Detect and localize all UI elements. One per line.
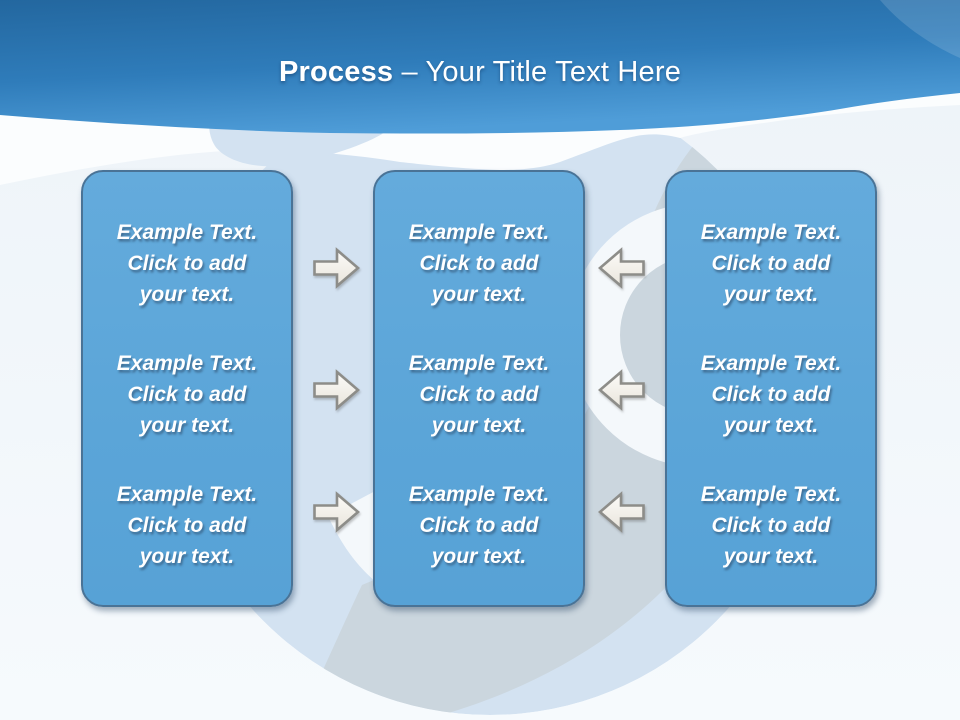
text-placeholder[interactable]: Example Text. Click to add your text.	[700, 352, 842, 437]
text-placeholder[interactable]: Example Text. Click to add your text.	[700, 483, 842, 568]
slide-title-rest: – Your Title Text Here	[393, 56, 682, 88]
process-box-left[interactable]: Example Text. Click to add your text. Ex…	[81, 170, 293, 607]
text-placeholder[interactable]: Example Text. Click to add your text.	[408, 483, 550, 568]
text-placeholder[interactable]: Example Text. Click to add your text.	[116, 483, 258, 568]
left-arrow-icon	[598, 247, 645, 289]
text-placeholder[interactable]: Example Text. Click to add your text.	[116, 221, 258, 306]
left-arrow-icon	[598, 369, 645, 411]
process-box-center[interactable]: Example Text. Click to add your text. Ex…	[373, 170, 585, 607]
slide-title-emphasis: Process	[278, 56, 394, 88]
text-placeholder[interactable]: Example Text. Click to add your text.	[408, 352, 550, 437]
process-box-right[interactable]: Example Text. Click to add your text. Ex…	[665, 170, 877, 607]
right-arrow-icon	[313, 369, 360, 411]
text-placeholder[interactable]: Example Text. Click to add your text.	[408, 221, 550, 306]
text-placeholder[interactable]: Example Text. Click to add your text.	[116, 352, 258, 437]
header-band	[0, 0, 960, 134]
right-arrow-icon	[313, 491, 360, 533]
left-arrow-icon	[598, 491, 645, 533]
header-sheen	[880, 0, 960, 58]
right-arrow-icon	[313, 247, 360, 289]
slide-title[interactable]: Process – Your Title Text Here	[0, 56, 960, 89]
text-placeholder[interactable]: Example Text. Click to add your text.	[700, 221, 842, 306]
header-wave-white	[0, 92, 960, 185]
